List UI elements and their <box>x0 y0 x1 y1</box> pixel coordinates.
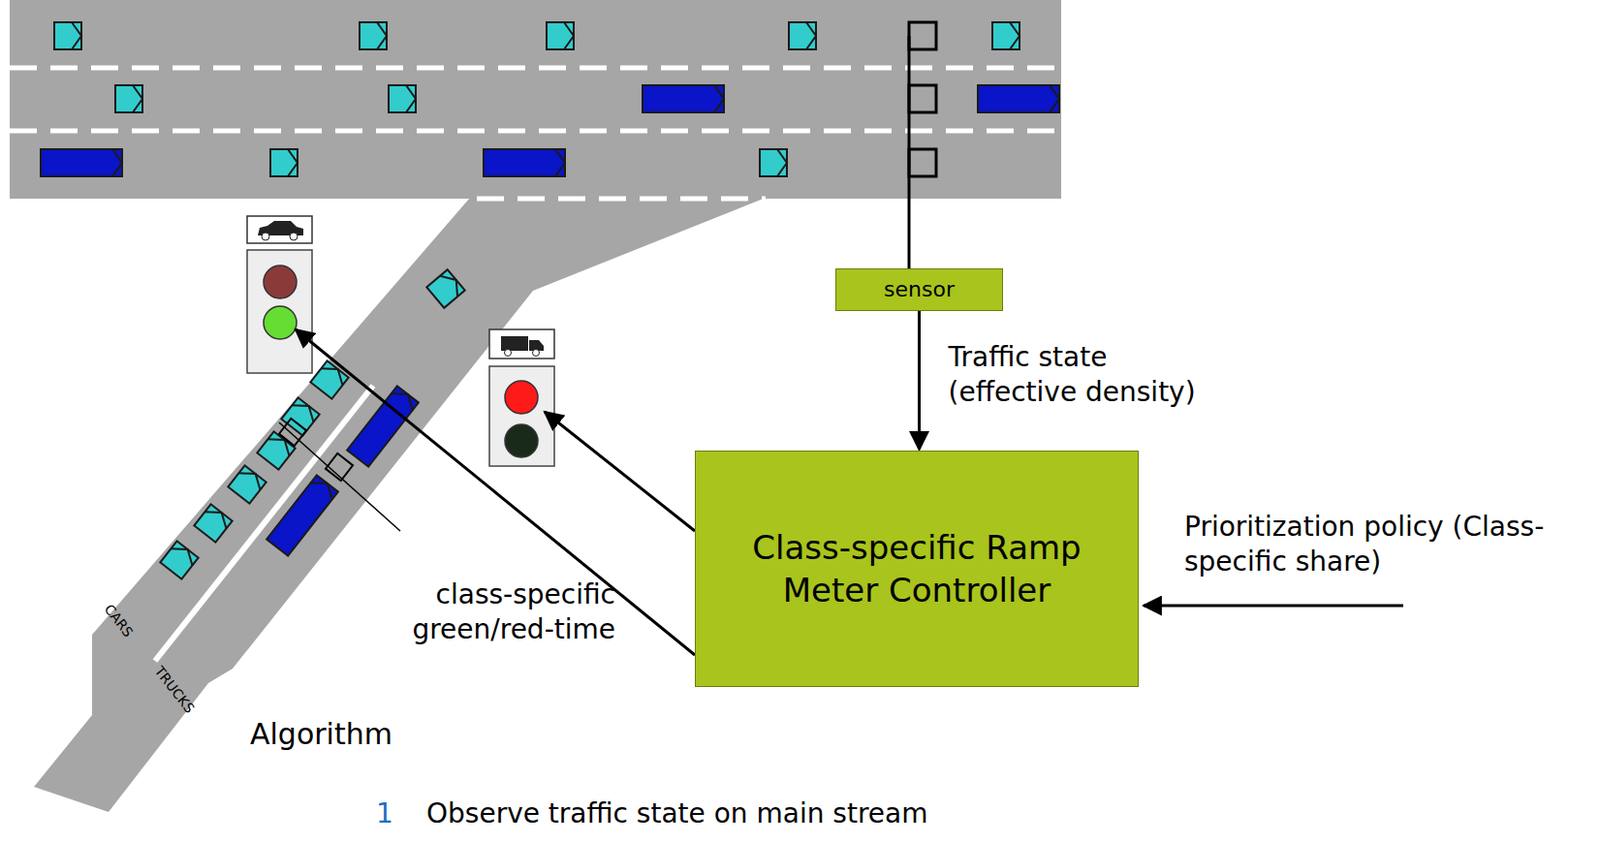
data-arrow <box>917 311 921 450</box>
on-ramp <box>33 197 766 813</box>
loop-detector <box>909 85 937 113</box>
truck <box>977 85 1060 113</box>
car <box>159 540 198 579</box>
controller-box: Class-specific Ramp Meter Controller <box>694 450 1139 688</box>
car <box>359 22 387 50</box>
loop-detector <box>909 22 937 50</box>
car-traffic-light <box>247 216 313 374</box>
stop-detector <box>279 418 307 446</box>
lane-marking <box>9 128 1062 134</box>
car <box>759 149 787 177</box>
control-arrow <box>295 329 695 656</box>
car <box>227 465 266 503</box>
truck-traffic-light <box>489 329 555 467</box>
truck <box>642 85 724 113</box>
truck <box>40 149 123 177</box>
lane-marking <box>9 65 1062 71</box>
sensor-box: sensor <box>835 268 1004 312</box>
truck <box>266 474 339 556</box>
section-heading: Algorithm <box>250 715 541 753</box>
freeway <box>9 0 1062 199</box>
truck <box>346 385 419 467</box>
car <box>546 22 574 50</box>
car <box>256 431 295 470</box>
car <box>115 85 143 113</box>
edge-label: Traffic state (effective density) <box>948 340 1240 411</box>
car <box>193 503 232 542</box>
step-text: Observe traffic state on main stream <box>426 796 1105 832</box>
car <box>426 269 465 308</box>
policy-input-label: Prioritization policy (Class-specific sh… <box>1184 509 1582 581</box>
car <box>788 22 816 50</box>
input-arrow <box>1143 604 1404 608</box>
stop-detector <box>325 453 353 481</box>
stop-line <box>279 422 401 532</box>
car <box>388 85 416 113</box>
lane-marking <box>476 196 766 202</box>
control-arrow <box>544 411 695 532</box>
car <box>270 149 298 177</box>
loop-detector <box>909 149 937 177</box>
node-text: Class-specific Ramp Meter Controller <box>738 526 1096 612</box>
ramp-divider <box>155 385 374 661</box>
car <box>992 22 1020 50</box>
signal-output-label: class-specific green/red-time <box>324 577 616 649</box>
truck <box>483 149 565 177</box>
node-text: sensor <box>870 276 969 305</box>
car <box>54 22 82 50</box>
step-number: 1 <box>376 796 415 832</box>
